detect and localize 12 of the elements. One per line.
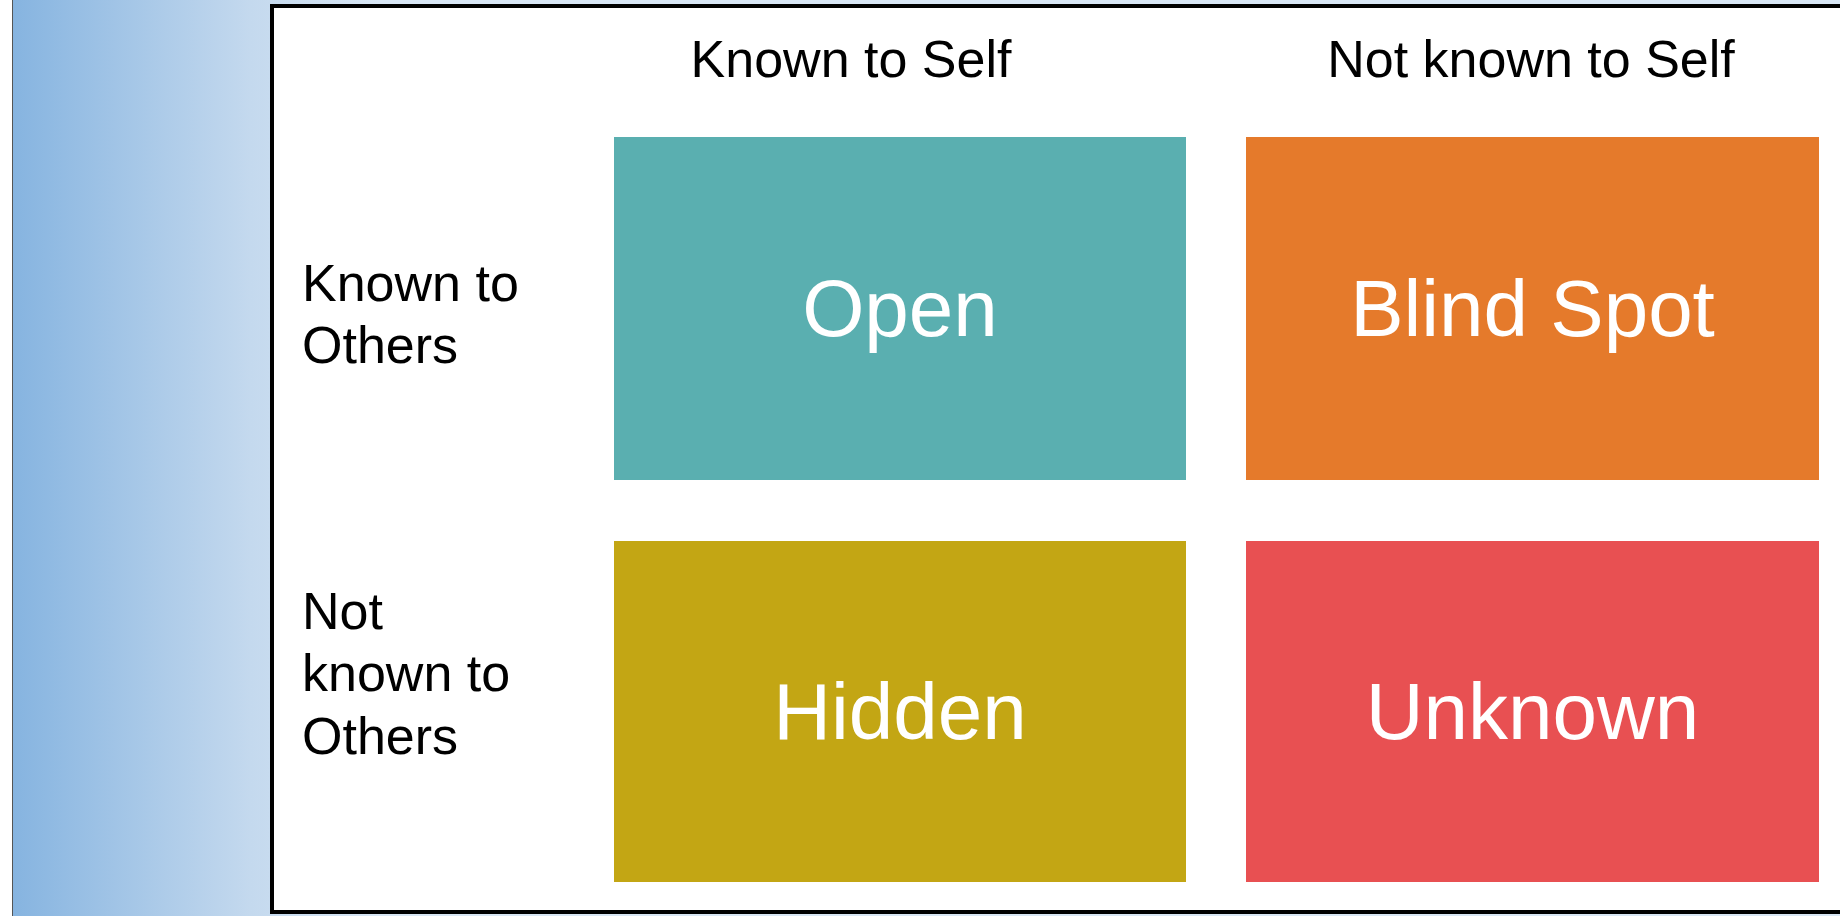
- column-header: Known to Self: [689, 29, 1013, 90]
- quadrant-label: Hidden: [773, 665, 1027, 758]
- quadrant-box: [1246, 541, 1819, 882]
- row-header: Known to Others: [302, 253, 520, 377]
- quadrant-label: Blind Spot: [1350, 262, 1715, 355]
- quadrant-label: Unknown: [1365, 665, 1700, 758]
- column-header: Not known to Self: [1326, 29, 1736, 90]
- row-header: Not known to Others: [302, 581, 512, 767]
- quadrant-box: [614, 137, 1186, 480]
- quadrant-label: Open: [802, 262, 998, 355]
- quadrant-box: [1246, 137, 1819, 480]
- quadrant-box: [614, 541, 1186, 882]
